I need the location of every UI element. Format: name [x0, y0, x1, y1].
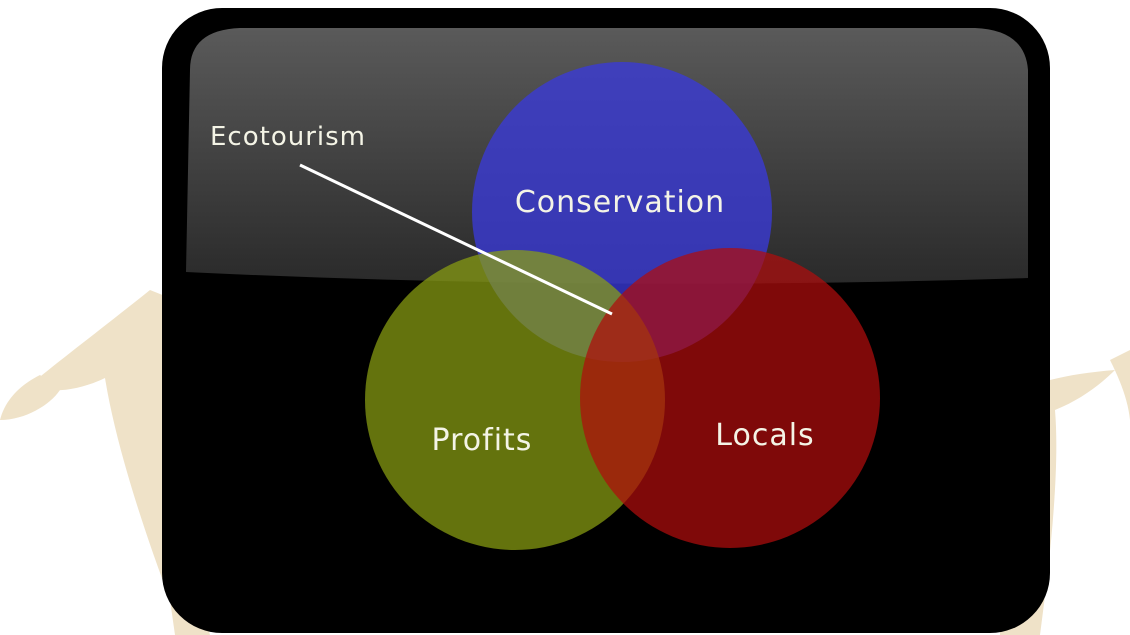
- locals-label: Locals: [715, 418, 814, 453]
- profits-circle: [365, 250, 665, 550]
- conservation-label: Conservation: [515, 185, 725, 220]
- ecotourism-pointer-line: [299, 163, 613, 316]
- profits-label: Profits: [432, 423, 533, 458]
- ecotourism-callout-label: Ecotourism: [210, 122, 366, 152]
- locals-circle: [580, 248, 880, 548]
